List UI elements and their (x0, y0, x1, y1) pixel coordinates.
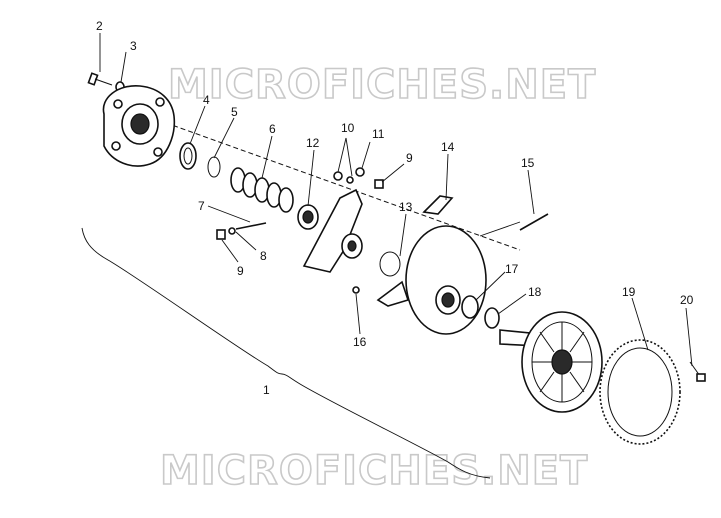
callout-11: 11 (372, 127, 385, 141)
callout-12: 12 (306, 136, 320, 150)
callout-1: 1 (263, 383, 270, 397)
callout-1-bracket (81, 227, 491, 479)
callout-3: 3 (130, 39, 137, 53)
part-16-screw (352, 286, 360, 294)
callout-5: 5 (231, 105, 238, 119)
part-10-washer (346, 176, 354, 184)
part-12-bearing (297, 204, 319, 230)
part-13-washer (379, 251, 401, 277)
part-7-pin (235, 222, 267, 230)
callout-6: 6 (269, 122, 276, 136)
part-9-nut-right (374, 179, 384, 189)
callout-9-right: 9 (406, 151, 413, 165)
part-2-bolt (87, 72, 113, 86)
part-9-nut-left (216, 229, 226, 240)
callout-13: 13 (399, 200, 413, 214)
part-10-bolt (333, 171, 343, 181)
part-14-clip (422, 195, 454, 215)
callout-4: 4 (203, 93, 210, 107)
part-18-ring (484, 307, 500, 329)
fixed-sheave (499, 311, 603, 413)
callout-19: 19 (622, 285, 636, 299)
part-11-nut (355, 167, 365, 177)
callout-14: 14 (441, 140, 455, 154)
part-17-ring (461, 295, 479, 319)
part-4-bushing (179, 142, 197, 170)
callout-16: 16 (353, 335, 367, 349)
callout-2: 2 (96, 19, 103, 33)
callout-9-left: 9 (237, 264, 244, 278)
watermark-bottom: MICROFICHES.NET (160, 448, 588, 494)
part-19-ring-gear (599, 339, 681, 445)
watermark-top: MICROFICHES.NET (168, 62, 596, 108)
callout-17: 17 (505, 262, 519, 276)
part-6-spring (230, 167, 294, 213)
callout-20: 20 (680, 293, 694, 307)
part-5-ring (207, 156, 221, 178)
callout-18: 18 (528, 285, 542, 299)
part-8-washer (228, 227, 236, 235)
spider-arm (302, 188, 363, 273)
part-15-pin (519, 213, 549, 231)
callout-7: 7 (198, 199, 205, 213)
callout-10: 10 (341, 121, 355, 135)
callout-15: 15 (521, 156, 535, 170)
cover-plate (102, 85, 176, 167)
callout-8: 8 (260, 249, 267, 263)
callout-labels: 1 2 3 4 5 6 7 8 9 9 10 11 12 13 14 15 16… (96, 19, 694, 397)
leader-lines (99, 33, 693, 367)
